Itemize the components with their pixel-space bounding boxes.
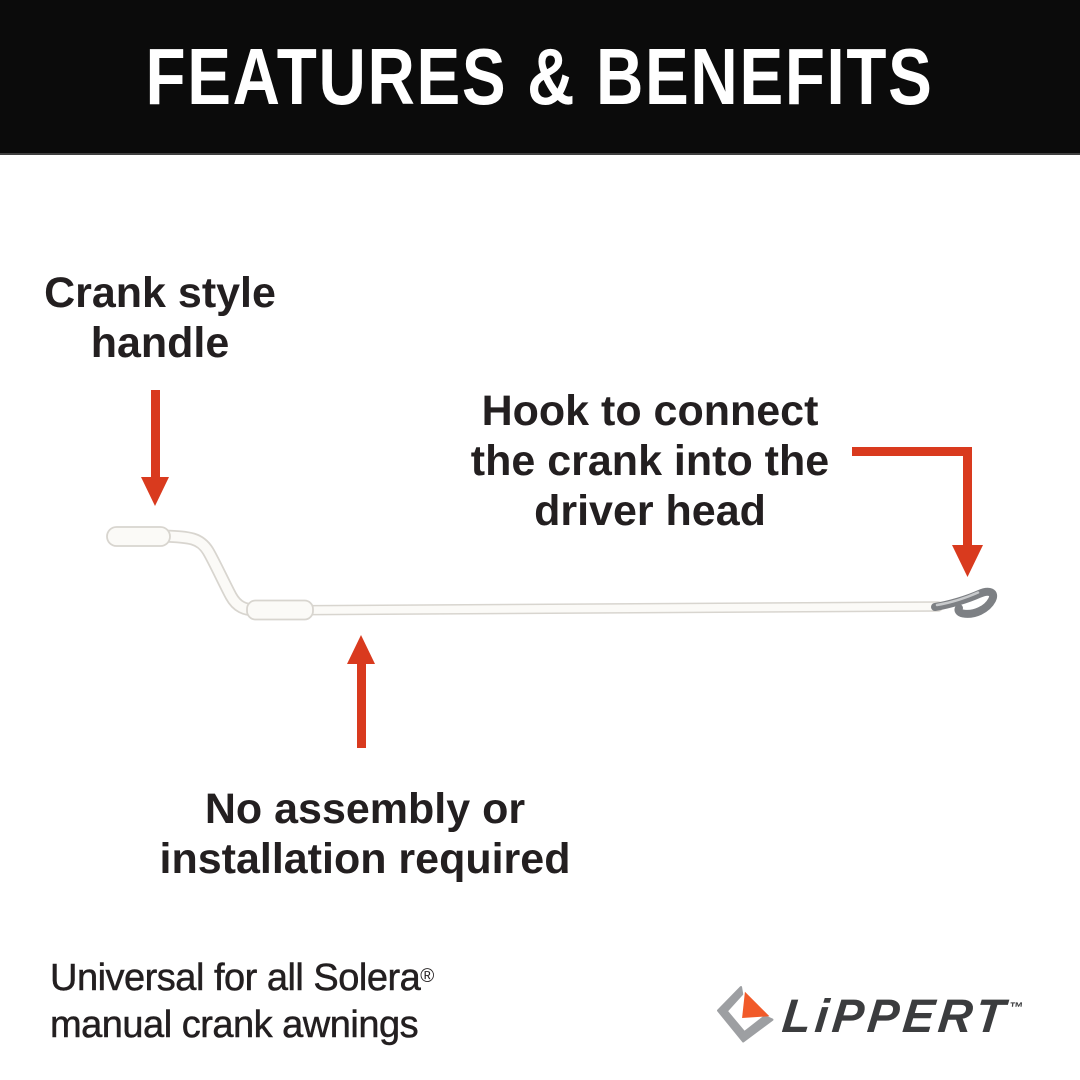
label-hook-line-2: the crank into the <box>470 437 830 485</box>
lippert-logo: LiPPERT™ <box>717 983 1025 1045</box>
label-no-assembly: No assembly or installation required <box>145 784 585 884</box>
metal-hook <box>931 587 998 618</box>
elbow-horizontal-segment <box>852 447 972 456</box>
label-assembly-line-2: installation required <box>159 835 571 883</box>
handle-grip <box>106 526 171 547</box>
elbow-arrow-head <box>952 545 983 577</box>
logo-orange-triangle <box>742 991 770 1018</box>
label-crank-handle: Crank style handle <box>20 268 300 368</box>
coupler-sleeve <box>246 599 314 621</box>
arrow-shaft <box>357 664 366 748</box>
elbow-vertical-segment <box>963 447 972 545</box>
metal-hook-highlight <box>935 591 980 607</box>
lippert-wordmark: LiPPERT™ <box>780 989 1025 1042</box>
label-hook-line-3: driver head <box>534 487 766 535</box>
tagline-universal: Universal for all Solera® manual crank a… <box>50 955 434 1049</box>
lippert-logo-icon <box>717 986 774 1043</box>
tagline-text-1: Universal for all Solera <box>50 957 421 1000</box>
shaft-rod <box>249 602 942 615</box>
wordmark-text: LiPPERT <box>780 989 1012 1042</box>
tagline-line-1: Universal for all Solera® <box>50 955 434 1002</box>
label-assembly-line-1: No assembly or <box>204 785 526 833</box>
tagline-line-2: manual crank awnings <box>50 1004 419 1047</box>
label-crank-line-1: Crank style <box>44 269 276 317</box>
registered-mark: ® <box>420 966 434 987</box>
label-hook: Hook to connect the crank into the drive… <box>430 386 870 536</box>
trademark-mark: ™ <box>1008 999 1025 1015</box>
arrow-elbow-icon <box>852 447 983 577</box>
header-banner: FEATURES & BENEFITS <box>0 0 1080 155</box>
label-hook-line-1: Hook to connect <box>481 387 819 435</box>
page-title: FEATURES & BENEFITS <box>145 31 935 121</box>
arrow-shaft <box>151 390 160 477</box>
label-crank-line-2: handle <box>90 319 230 367</box>
arrow-head <box>347 635 375 664</box>
arrow-down-icon <box>141 390 170 506</box>
arrow-head <box>141 477 169 506</box>
crank-arm <box>159 531 261 615</box>
arrow-up-icon <box>347 635 376 748</box>
crank-rod-illustration <box>106 526 998 621</box>
